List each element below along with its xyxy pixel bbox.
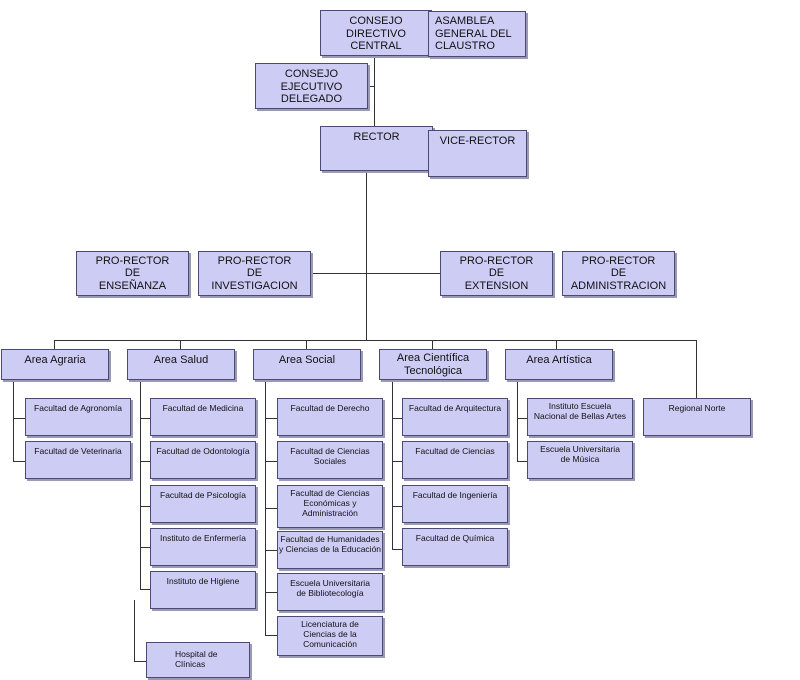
connector [392, 506, 402, 507]
connector [13, 461, 25, 462]
area-artistica-box: Area Artística [505, 349, 613, 380]
connector [140, 589, 150, 590]
connector [392, 549, 402, 550]
unit-box: Facultad de Derecho [277, 398, 383, 436]
unit-box: Facultad de Ingeniería [402, 485, 508, 523]
pro-rector-administracion-box: PRO-RECTOR DE ADMINISTRACION [562, 251, 675, 296]
connector [392, 461, 402, 462]
connector [696, 340, 697, 398]
unit-box: Facultad de Química [402, 528, 508, 566]
unit-box: Facultad de Odontología [150, 441, 256, 479]
connector [517, 461, 527, 462]
connector [140, 418, 150, 419]
connector [392, 418, 402, 419]
unit-box: Facultad de Ciencias Sociales [277, 441, 383, 479]
area-social-box: Area Social [253, 349, 361, 380]
connector [310, 273, 440, 274]
pro-rector-investigacion-box: PRO-RECTOR DE INVESTIGACION [198, 251, 311, 296]
unit-box: Licenciatura de Ciencias de la Comunicac… [277, 616, 383, 656]
pro-rector-extension-box: PRO-RECTOR DE EXTENSION [440, 251, 553, 296]
unit-box: Escuela Universitaria de Bibliotecología [277, 573, 383, 611]
regional-norte-box: Regional Norte [643, 398, 751, 436]
unit-box: Instituto de Enfermería [150, 528, 256, 566]
connector [374, 55, 375, 127]
pro-rector-ensenanza-box: PRO-RECTOR DE ENSEÑANZA [76, 251, 189, 296]
connector [13, 380, 14, 462]
vice-rector-box: VICE-RECTOR [428, 130, 527, 177]
connector [54, 340, 55, 350]
unit-box: Facultad de Arquitectura [402, 398, 508, 436]
area-agraria-box: Area Agraria [1, 349, 109, 380]
connector [140, 547, 150, 548]
connector [556, 340, 557, 350]
area-cientifica-tecnologica-box: Area Científica Tecnológica [379, 349, 487, 380]
connector [517, 418, 527, 419]
unit-box: Instituto Escuela Nacional de Bellas Art… [527, 398, 633, 436]
unit-box: Instituto de Higiene [150, 571, 256, 609]
unit-box: Facultad de Ciencias [402, 441, 508, 479]
unit-box: Escuela Universitaria de Música [527, 441, 633, 479]
connector [366, 247, 367, 340]
connector [366, 171, 367, 247]
connector [13, 418, 25, 419]
asamblea-general-box: ASAMBLEA GENERAL DEL CLAUSTRO [428, 11, 526, 57]
hospital-de-clinicas-box: Hospital de Clínicas [146, 642, 250, 678]
connector [306, 340, 307, 350]
unit-box: Facultad de Humanidades y Ciencias de la… [277, 531, 383, 569]
consejo-ejecutivo-box: CONSEJO EJECUTIVO DELEGADO [255, 63, 368, 109]
unit-box: Facultad de Agronomía [25, 398, 131, 436]
connector [265, 592, 277, 593]
consejo-directivo-central-box: CONSEJO DIRECTIVO CENTRAL [320, 10, 432, 56]
unit-box: Facultad de Veterinaria [25, 441, 131, 479]
connector [265, 418, 277, 419]
unit-box: Facultad de Medicina [150, 398, 256, 436]
connector [265, 461, 277, 462]
connector [432, 340, 433, 350]
connector [134, 600, 135, 662]
connector [180, 340, 181, 350]
connector [140, 380, 141, 590]
rector-box: RECTOR [320, 126, 433, 171]
connector [134, 661, 146, 662]
connector [140, 461, 150, 462]
unit-box: Facultad de Ciencias Económicas y Admini… [277, 485, 383, 528]
connector [367, 86, 375, 87]
connector [54, 340, 697, 341]
connector [265, 508, 277, 509]
connector [140, 506, 150, 507]
connector [265, 635, 277, 636]
connector [265, 550, 277, 551]
connector [517, 380, 518, 462]
unit-box: Facultad de Psicología [150, 485, 256, 523]
area-salud-box: Area Salud [127, 349, 235, 380]
connector [392, 380, 393, 550]
